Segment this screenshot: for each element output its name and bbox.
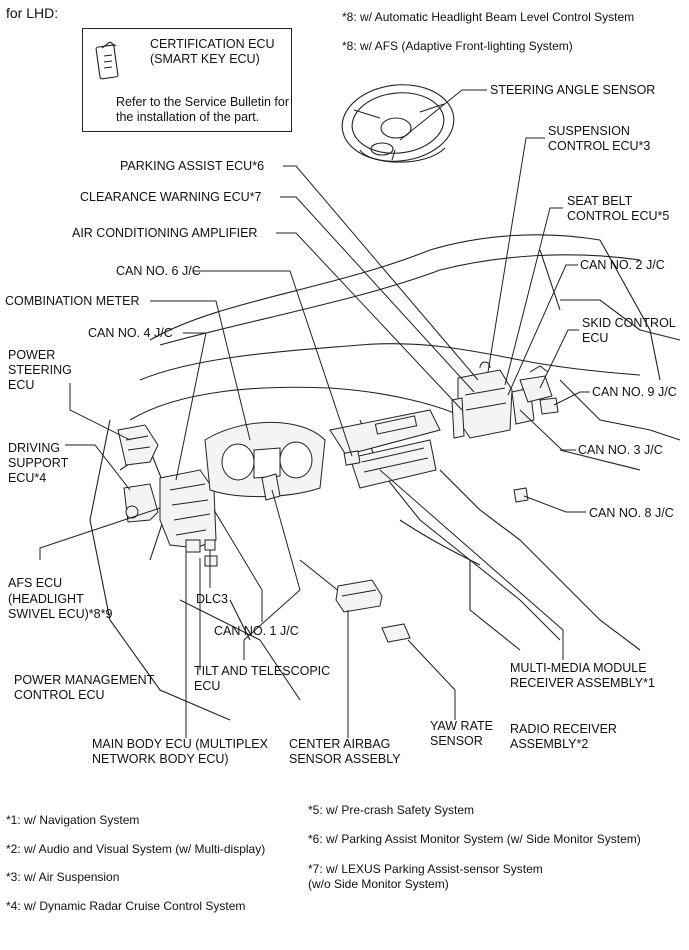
label-dlc3: DLC3 <box>196 592 228 606</box>
leader-yaw <box>407 639 456 720</box>
label-skid-control-1: SKID CONTROL <box>582 316 676 330</box>
label-multimedia-1: MULTI-MEDIA MODULE <box>510 661 647 675</box>
footnote-3: *3: w/ Air Suspension <box>6 870 120 884</box>
leader-steering-angle <box>399 89 487 141</box>
label-combination-meter: COMBINATION METER <box>5 294 140 308</box>
combination-meter-icon <box>204 421 326 498</box>
leader-can9 <box>553 391 590 406</box>
smart-key-ecu-icon <box>95 41 119 80</box>
footnote-2: *2: w/ Audio and Visual System (w/ Multi… <box>6 842 266 856</box>
leader-seat-belt <box>504 207 563 386</box>
label-clearance-warning-ecu: CLEARANCE WARNING ECU*7 <box>80 190 262 204</box>
leader-skid <box>539 329 579 389</box>
footnote-7b: (w/o Side Monitor System) <box>308 877 449 891</box>
note-8a: *8: w/ Automatic Headlight Beam Level Co… <box>342 10 635 24</box>
label-power-mgmt-2: CONTROL ECU <box>14 688 105 702</box>
can-8-jc-icon <box>513 487 529 503</box>
label-can-9-jc: CAN NO. 9 J/C <box>592 385 677 399</box>
footnote-5: *5: w/ Pre-crash Safety System <box>308 803 475 817</box>
can-6-jc-icon <box>343 450 361 466</box>
leader-tilt <box>243 489 301 660</box>
can-9-jc-icon <box>539 397 559 415</box>
leader-clearance <box>280 196 475 393</box>
leader-can6 <box>193 270 353 457</box>
label-parking-assist-ecu: PARKING ASSIST ECU*6 <box>120 159 265 173</box>
label-airbag-2: SENSOR ASSEBLY <box>289 752 401 766</box>
rear-ecu-cluster-icon <box>451 361 535 439</box>
leader-afs <box>39 507 161 560</box>
label-tilt-1: TILT AND TELESCOPIC <box>194 664 331 678</box>
label-can-2-jc: CAN NO. 2 J/C <box>580 258 665 272</box>
leader-air-cond <box>276 232 463 411</box>
leader-driving-support <box>65 444 131 491</box>
center-stack-icon <box>329 409 441 489</box>
label-radio-2: ASSEMBLY*2 <box>510 737 589 751</box>
label-afs-2: (HEADLIGHT <box>8 592 84 606</box>
note-8b: *8: w/ AFS (Adaptive Front-lighting Syst… <box>342 39 573 53</box>
inset-title-1: CERTIFICATION ECU <box>150 37 275 51</box>
main-body-ecu-icon <box>159 469 217 553</box>
label-yaw-1: YAW RATE <box>430 719 493 733</box>
leader-can8 <box>523 495 586 513</box>
dlc3-icon <box>204 555 218 567</box>
label-seat-belt-2: CONTROL ECU*5 <box>567 209 670 223</box>
label-power-steering-2: STEERING <box>8 363 72 377</box>
yaw-rate-sensor-icon <box>381 623 411 643</box>
driving-support-ecu-icon <box>123 483 159 523</box>
certification-ecu-inset <box>82 28 292 132</box>
label-skid-control-2: ECU <box>582 331 609 345</box>
leader-combination <box>150 300 251 441</box>
label-air-conditioning-amplifier: AIR CONDITIONING AMPLIFIER <box>72 226 258 240</box>
center-airbag-sensor-icon <box>335 579 383 613</box>
label-driving-support-2: SUPPORT <box>8 456 69 470</box>
label-main-body-2: NETWORK BODY ECU) <box>92 752 229 766</box>
footnote-1: *1: w/ Navigation System <box>6 813 140 827</box>
leader-multimedia <box>379 469 564 660</box>
label-main-body-1: MAIN BODY ECU (MULTIPLEX <box>92 737 268 751</box>
footnote-6: *6: w/ Parking Assist Monitor System (w/… <box>308 832 641 846</box>
inset-ref-2: the installation of the part. <box>116 110 260 124</box>
leader-can3 <box>519 409 576 451</box>
leader-power-steering <box>69 383 131 441</box>
inset-title-2: (SMART KEY ECU) <box>150 52 260 66</box>
label-airbag-1: CENTER AIRBAG <box>289 737 391 751</box>
leader-can4 <box>175 332 207 481</box>
footnote-4: *4: w/ Dynamic Radar Cruise Control Syst… <box>6 899 246 913</box>
label-suspension-1: SUSPENSION <box>548 124 630 138</box>
label-driving-support-1: DRIVING <box>8 441 61 455</box>
steering-wheel-icon <box>341 84 455 163</box>
label-radio-1: RADIO RECEIVER <box>510 722 617 736</box>
label-yaw-2: SENSOR <box>430 734 483 748</box>
tilt-telescopic-ecu-icon <box>261 473 281 501</box>
footnote-7a: *7: w/ LEXUS Parking Assist-sensor Syste… <box>308 862 543 876</box>
label-can-6-jc: CAN NO. 6 J/C <box>116 264 201 278</box>
label-can-4-jc: CAN NO. 4 J/C <box>88 326 173 340</box>
leader-can1 <box>213 509 263 622</box>
label-afs-1: AFS ECU <box>8 576 63 590</box>
leader-suspension <box>487 137 545 373</box>
label-can-8-jc: CAN NO. 8 J/C <box>589 506 674 520</box>
power-steering-ecu-icon <box>117 424 159 466</box>
label-can-1-jc: CAN NO. 1 J/C <box>214 624 299 638</box>
label-suspension-2: CONTROL ECU*3 <box>548 139 651 153</box>
label-multimedia-2: RECEIVER ASSEMBLY*1 <box>510 676 655 690</box>
label-power-steering-3: ECU <box>8 378 35 392</box>
inset-ref-1: Refer to the Service Bulletin for <box>116 95 289 109</box>
label-driving-support-3: ECU*4 <box>8 471 47 485</box>
leader-parking-assist <box>283 165 479 381</box>
variant-label: for LHD: <box>6 5 59 21</box>
label-tilt-2: ECU <box>194 679 221 693</box>
label-afs-3: SWIVEL ECU)*8*9 <box>8 607 113 621</box>
skid-control-ecu-icon <box>519 365 553 403</box>
label-seat-belt-1: SEAT BELT <box>567 194 633 208</box>
leader-can2 <box>507 264 578 396</box>
label-power-mgmt-1: POWER MANAGEMENT <box>14 673 155 687</box>
label-steering-angle-sensor: STEERING ANGLE SENSOR <box>490 83 656 97</box>
label-power-steering-1: POWER <box>8 348 56 362</box>
label-can-3-jc: CAN NO. 3 J/C <box>578 443 663 457</box>
